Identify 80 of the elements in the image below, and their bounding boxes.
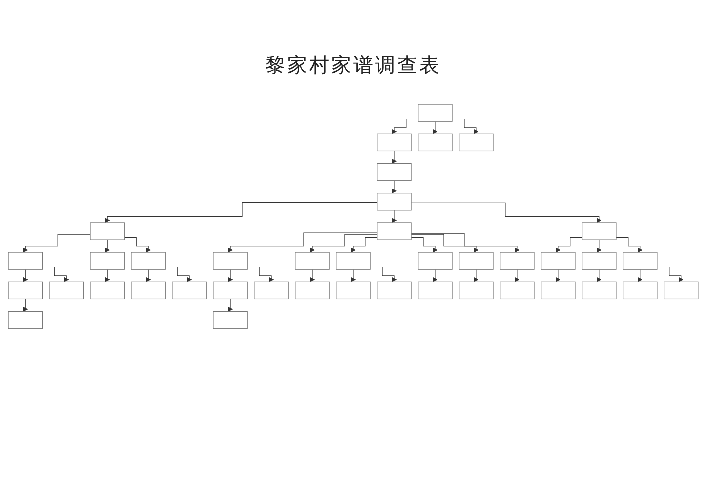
node-box <box>336 252 371 270</box>
arrow <box>556 269 561 282</box>
arrow <box>310 269 316 282</box>
arrow <box>474 269 479 282</box>
arrow <box>23 234 91 253</box>
node-box <box>377 193 412 211</box>
arrow <box>351 269 356 282</box>
node-box <box>295 282 330 300</box>
node-box <box>623 252 658 270</box>
arrow <box>247 266 274 282</box>
node-box <box>377 222 412 240</box>
arrow <box>165 266 192 282</box>
node-box <box>8 282 43 300</box>
node-box <box>664 282 699 300</box>
node-box <box>541 252 576 270</box>
node-box <box>213 252 248 270</box>
arrow <box>228 298 234 312</box>
arrow <box>616 237 643 253</box>
node-box <box>459 134 494 152</box>
node-box <box>90 282 125 300</box>
arrow <box>42 266 70 282</box>
arrow <box>228 232 378 253</box>
arrow <box>596 269 602 282</box>
arrow <box>146 269 152 282</box>
node-box <box>418 282 453 300</box>
arrow <box>411 233 520 253</box>
diagram-title: 黎家村家谱调查表 <box>264 52 442 79</box>
node-box <box>131 252 166 270</box>
node-box <box>582 252 617 270</box>
node-box <box>49 282 84 300</box>
arrow <box>638 269 643 282</box>
arrow <box>432 269 438 282</box>
node-box <box>582 282 617 300</box>
arrow <box>514 269 520 282</box>
node-box <box>623 282 658 300</box>
arrow <box>411 237 438 253</box>
node-box <box>213 282 248 300</box>
node-box <box>500 282 535 300</box>
node-box <box>336 282 371 300</box>
arrow <box>392 180 397 194</box>
arrow <box>105 269 110 282</box>
node-box <box>418 104 453 122</box>
arrow <box>596 240 602 253</box>
node-box <box>582 222 617 240</box>
arrow <box>452 118 479 134</box>
node-box <box>90 252 125 270</box>
node-box <box>90 222 125 240</box>
arrow <box>370 266 397 282</box>
arrow <box>392 210 397 224</box>
node-box <box>459 252 494 270</box>
arrow <box>124 237 152 253</box>
arrow <box>411 202 602 224</box>
node-box <box>8 252 43 270</box>
arrow <box>556 237 583 253</box>
node-box <box>500 252 535 270</box>
node-box <box>295 252 330 270</box>
node-box <box>377 163 412 182</box>
arrow <box>310 234 378 253</box>
arrow <box>392 150 397 164</box>
arrow <box>23 269 28 282</box>
node-box <box>418 134 453 152</box>
node-box <box>541 282 576 300</box>
node-box <box>213 311 248 330</box>
node-box <box>459 282 494 300</box>
arrow <box>657 266 684 282</box>
arrow <box>351 237 378 253</box>
arrow <box>228 269 234 282</box>
node-box <box>254 282 289 300</box>
arrow <box>411 234 479 253</box>
node-box <box>418 252 453 270</box>
node-box <box>172 282 207 300</box>
node-box <box>377 134 412 152</box>
arrow <box>23 298 28 312</box>
node-box <box>377 282 412 300</box>
arrow <box>105 202 378 224</box>
arrow <box>432 121 438 134</box>
arrow <box>105 240 110 253</box>
node-box <box>8 311 43 330</box>
node-box <box>131 282 166 300</box>
arrow <box>392 118 419 134</box>
